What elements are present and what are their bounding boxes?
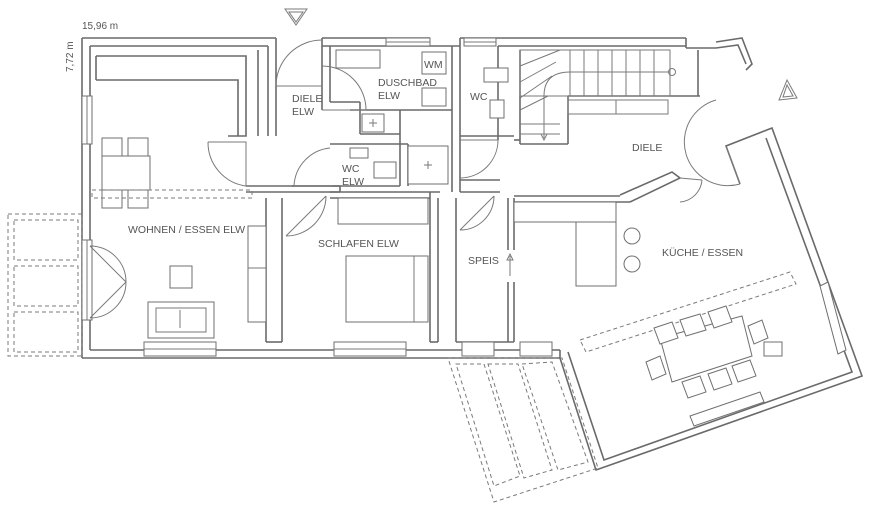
label-duschbad-elw: DUSCHBAD ELW [378,77,440,102]
kitchen-furniture [506,201,797,399]
kitchen-wing-walls [514,126,864,472]
doors [89,39,741,319]
terraces [7,213,599,503]
label-wc: WC [470,91,488,103]
label-wohnen-essen-elw: WOHNEN / ESSEN ELW [128,224,245,236]
entrance-triangle-icon [284,8,308,26]
label-speis: SPEIS [468,255,499,267]
living-furniture [91,137,267,339]
bedroom-furniture [337,197,429,323]
room-labels: DIELE ELW DUSCHBAD ELW WM WC WC ELW DIEL… [128,59,743,267]
label-wc-elw: WC ELW [342,163,364,188]
label-wm: WM [424,59,443,71]
dimension-depth: 7,72 m [65,41,76,72]
windows [81,37,847,427]
bathroom-fixtures [335,49,509,185]
label-diele: DIELE [632,142,662,154]
dimension-width: 15,96 m [82,21,118,32]
entrance-triangle-icon [778,78,798,101]
label-schlafen-elw: SCHLAFEN ELW [318,238,399,250]
label-diele-elw: DIELE ELW [292,93,325,118]
staircase [519,49,676,142]
label-kueche-essen: KÜCHE / ESSEN [662,247,743,259]
